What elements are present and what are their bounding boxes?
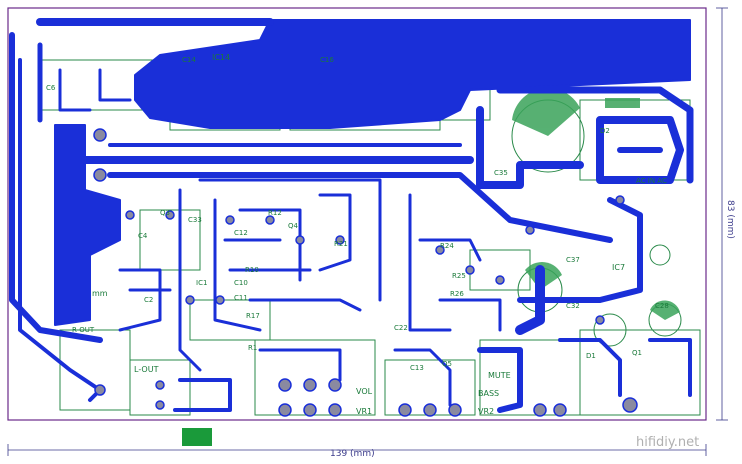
copper-traces — [9, 18, 694, 413]
label-c11: C11 — [234, 294, 248, 302]
label-r24: R24 — [440, 242, 454, 250]
label-ac-in: AC IN AC — [636, 177, 667, 185]
label-r12: R12 — [268, 209, 282, 217]
label-c13: C13 — [410, 364, 424, 372]
label-q1: Q1 — [632, 349, 642, 357]
label-mute: MUTE — [488, 371, 511, 380]
label-c14: C14 — [182, 56, 196, 64]
label-c35: C35 — [494, 169, 508, 177]
test-pad — [182, 428, 212, 446]
width-label: 139 (mm) — [330, 449, 375, 459]
label-d2: D2 — [600, 127, 610, 135]
label-c4: C4 — [138, 232, 148, 240]
pads — [93, 128, 638, 417]
label-q5: Q5 — [442, 360, 452, 368]
label-c10: C10 — [234, 279, 248, 287]
watermark: hifidiy.net — [636, 435, 699, 450]
label-r10: R10 — [245, 266, 259, 274]
label-vol: VOL — [356, 387, 373, 396]
label-c2: C2 — [144, 296, 153, 304]
label-c22: C22 — [394, 324, 408, 332]
label-c16: C16 — [320, 56, 334, 64]
label-q3: Q3 — [160, 209, 170, 217]
label-bass: BASS — [478, 389, 499, 398]
board-outline — [7, 7, 707, 421]
cap-polarity-areas — [512, 88, 680, 320]
label-r21: R21 — [334, 240, 348, 248]
label-q4: Q4 — [288, 222, 299, 230]
label-r26: R26 — [450, 290, 464, 298]
dimension-bottom — [7, 444, 707, 456]
label-c28: C28 — [655, 302, 669, 310]
label-vr2: VR2 — [478, 407, 494, 416]
label-l-out: L-OUT — [134, 365, 159, 374]
label-ic7: IC7 — [612, 263, 625, 272]
label-r-out: R-OUT — [72, 326, 95, 334]
label-c6: C6 — [46, 84, 56, 92]
label-vr1: VR1 — [356, 407, 372, 416]
label-mm: mm — [92, 289, 108, 298]
label-ic14: IC14 — [212, 53, 230, 62]
dimension-right — [716, 7, 728, 421]
height-label: 83 (mm) — [725, 200, 735, 239]
label-c12: C12 — [234, 229, 248, 237]
label-d1: D1 — [586, 352, 596, 360]
label-r1: R1 — [248, 344, 257, 352]
label-ic1: IC1 — [196, 279, 207, 287]
label-c37: C37 — [566, 256, 580, 264]
label-r17: R17 — [246, 312, 260, 320]
label-c32: C32 — [566, 302, 580, 310]
label-c33: C33 — [188, 216, 202, 224]
label-r25: R25 — [452, 272, 466, 280]
